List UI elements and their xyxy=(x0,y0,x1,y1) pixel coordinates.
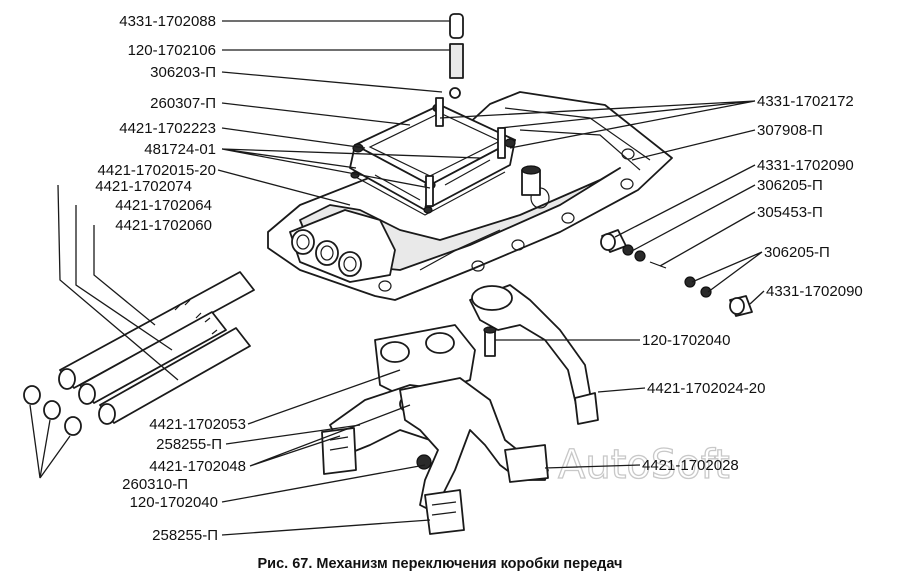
label-4421-1702015-20: 4421-1702015-20 xyxy=(98,162,216,179)
plugs-left xyxy=(23,385,82,436)
label-307908: 307908-П xyxy=(757,122,823,139)
label-4331-1702090-top: 4331-1702090 xyxy=(757,157,854,174)
label-306205-bottom: 306205-П xyxy=(764,244,830,261)
label-306205-top: 306205-П xyxy=(757,177,823,194)
watermark: AutoSoft xyxy=(558,442,730,488)
shift-rods xyxy=(58,271,255,425)
label-481724-01: 481724-01 xyxy=(144,141,216,158)
leader-lines xyxy=(29,20,765,536)
label-120-1702040-bottom: 120-1702040 xyxy=(130,494,218,511)
label-258255-top: 258255-П xyxy=(156,436,222,453)
label-260310: 260310-П xyxy=(122,476,188,493)
label-4421-1702223: 4421-1702223 xyxy=(119,120,216,137)
part-labels: 4331-1702088 120-1702106 306203-П 260307… xyxy=(95,13,863,544)
label-4421-1702024-20: 4421-1702024-20 xyxy=(647,380,765,397)
label-306203: 306203-П xyxy=(150,64,216,81)
label-120-1702106: 120-1702106 xyxy=(128,42,216,59)
shift-housing xyxy=(267,91,673,301)
label-4331-1702090-bottom: 4331-1702090 xyxy=(766,283,863,300)
figure-caption: Рис. 67. Механизм переключения коробки п… xyxy=(258,556,623,572)
label-258255-bottom: 258255-П xyxy=(152,527,218,544)
shift-cover-frame xyxy=(349,97,516,216)
label-260307: 260307-П xyxy=(150,95,216,112)
label-305453: 305453-П xyxy=(757,204,823,221)
label-4421-1702053: 4421-1702053 xyxy=(149,416,246,433)
label-4421-1702048: 4421-1702048 xyxy=(149,458,246,475)
shift-forks xyxy=(321,284,599,535)
label-4421-1702060: 4421-1702060 xyxy=(115,217,212,234)
top-plug-spring-ball xyxy=(449,13,464,99)
label-120-1702040-top: 120-1702040 xyxy=(642,332,730,349)
label-4331-1702172: 4331-1702172 xyxy=(757,93,854,110)
label-4421-1702064: 4421-1702064 xyxy=(115,197,212,214)
label-4421-1702028: 4421-1702028 xyxy=(642,457,739,474)
right-small-parts xyxy=(600,229,753,317)
label-4331-1702088: 4331-1702088 xyxy=(119,13,216,30)
label-4421-1702074: 4421-1702074 xyxy=(95,178,192,195)
